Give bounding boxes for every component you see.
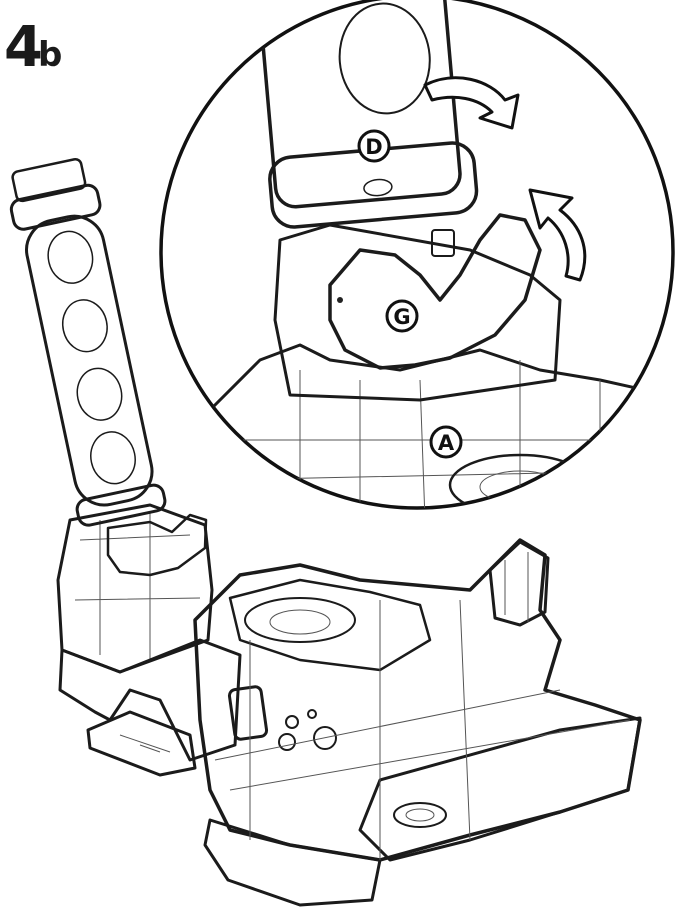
step-suffix: b [38, 35, 62, 75]
base-assembly [56, 503, 642, 907]
handle-lower [9, 157, 208, 577]
left-tower [56, 503, 214, 674]
step-label: 4 b [4, 15, 62, 80]
detail-inset [159, 0, 675, 510]
handle-grip [25, 214, 154, 507]
main-body [193, 538, 642, 862]
inset-base [178, 343, 673, 508]
callout-g-label: G [393, 305, 410, 329]
logo-badge [227, 685, 269, 741]
right-tray [358, 716, 642, 862]
callout-a: A [429, 425, 463, 459]
front-foot [203, 818, 382, 907]
rotate-arrow-icon [423, 76, 520, 130]
step-number: 4 [4, 15, 43, 80]
handle-tip [11, 157, 87, 203]
callout-d-label: D [365, 135, 382, 159]
callout-d: D [357, 129, 391, 163]
inset-clamp [328, 213, 542, 370]
inset-tower [273, 223, 562, 402]
right-post [488, 540, 550, 627]
top-cavity [228, 578, 432, 672]
left-foot [86, 710, 197, 777]
rotate-arrow-icon [528, 188, 587, 282]
callout-a-label: A [438, 431, 455, 455]
clamp-lower [106, 513, 208, 577]
callout-g: G [385, 299, 419, 333]
